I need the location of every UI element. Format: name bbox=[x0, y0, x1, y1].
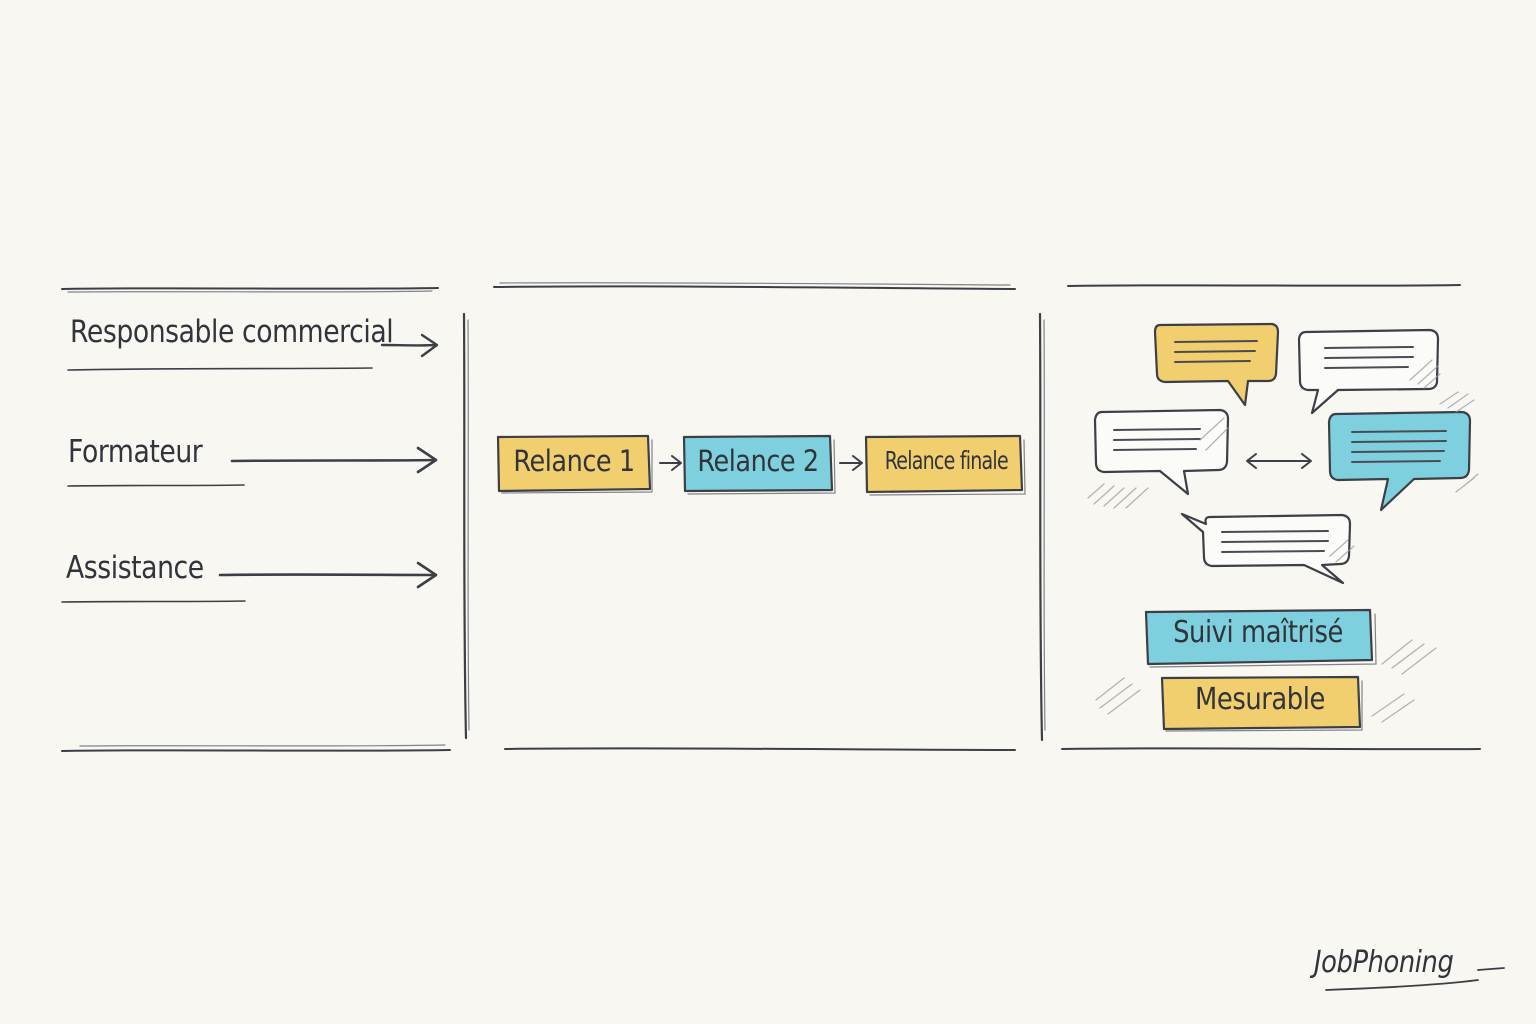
role-label-assistance: Assistance bbox=[66, 550, 204, 586]
role-label-responsable-commercial: Responsable commercial bbox=[70, 314, 394, 350]
step-relance-2: Relance 2 bbox=[697, 444, 819, 478]
step-arrows bbox=[659, 455, 863, 471]
speech-bubble-icon bbox=[1153, 322, 1280, 407]
speech-bubble-icon bbox=[1327, 391, 1479, 512]
speech-bubbles bbox=[1087, 322, 1479, 585]
badge-mesurable: Mesurable bbox=[1195, 682, 1325, 717]
role-arrows bbox=[218, 333, 439, 589]
speech-bubble-icon bbox=[1087, 408, 1230, 509]
badges bbox=[1095, 608, 1437, 732]
arrow-right-icon bbox=[380, 333, 439, 358]
brand-underline bbox=[1325, 967, 1505, 991]
arrow-right-icon bbox=[839, 455, 863, 471]
speech-bubble-icon bbox=[1297, 328, 1441, 415]
arrow-right-icon bbox=[230, 446, 438, 474]
arrow-right-icon bbox=[218, 561, 438, 589]
arrow-right-icon bbox=[659, 455, 682, 471]
badge-suivi-maitrise: Suivi maîtrisé bbox=[1173, 615, 1343, 650]
role-underlines bbox=[61, 367, 373, 603]
brand-logo: JobPhoning bbox=[1314, 945, 1454, 980]
speech-bubble-icon bbox=[1180, 512, 1355, 585]
step-relance-1: Relance 1 bbox=[513, 444, 635, 478]
panel-frames bbox=[61, 282, 1481, 752]
double-arrow-icon bbox=[1246, 453, 1312, 469]
role-label-formateur: Formateur bbox=[68, 434, 203, 470]
step-boxes bbox=[496, 434, 1026, 496]
step-relance-finale: Relance finale bbox=[884, 446, 1009, 475]
